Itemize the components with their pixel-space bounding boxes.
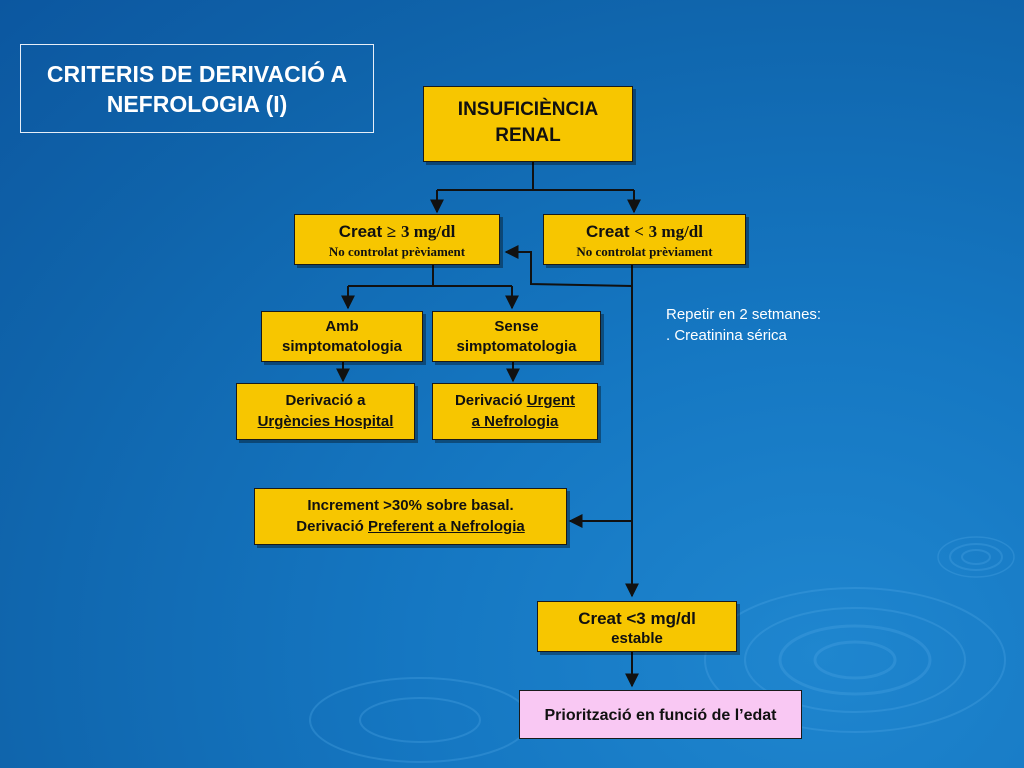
title-line-2: NEFROLOGIA (I) [106, 91, 288, 117]
prioritzacio-label: Priorització en funció de l’edat [544, 707, 777, 724]
repetir-note: Repetir en 2 setmanes: . Creatinina séri… [666, 304, 821, 346]
increment-line-1: Increment >30% sobre basal. [307, 497, 514, 514]
node-root-line-1: INSUFICIÈNCIA [457, 99, 599, 120]
amb-line-1: Amb [325, 318, 359, 335]
creat-high-label: Creat [338, 222, 383, 241]
node-creat-low: Creat < 3 mg/dl No controlat prèviament [543, 214, 746, 265]
slide-title: CRITERIS DE DERIVACIÓ A NEFROLOGIA (I) [20, 44, 374, 133]
node-increment-preferent: Increment >30% sobre basal. Derivació Pr… [254, 488, 567, 545]
note-line-1: Repetir en 2 setmanes: [666, 306, 822, 323]
node-amb-simptomatologia: Amb simptomatologia [261, 311, 423, 362]
node-creat-stable: Creat <3 mg/dl estable [537, 601, 737, 652]
creat-low-value: 3 mg/dl [648, 222, 703, 241]
creat-stable-subtext: estable [611, 630, 663, 647]
node-derivacio-urgencies: Derivació a Urgències Hospital [236, 383, 415, 440]
creat-high-subtext: No controlat prèviament [328, 244, 466, 259]
node-creat-high: Creat ≥ 3 mg/dl No controlat prèviament [294, 214, 500, 265]
note-line-2: . Creatinina sérica [666, 327, 787, 344]
amb-line-2: simptomatologia [281, 338, 402, 355]
sense-line-1: Sense [494, 318, 539, 335]
title-line-1: CRITERIS DE DERIVACIÓ A [46, 61, 348, 87]
creat-low-label: Creat [586, 222, 630, 241]
increment-prefix: Derivació [296, 518, 368, 535]
urgent-underlined: Urgent [526, 392, 576, 409]
urgent-prefix: Derivació [454, 392, 527, 409]
urgent-line-2: a Nefrologia [471, 413, 559, 430]
node-sense-simptomatologia: Sense simptomatologia [432, 311, 601, 362]
urgencies-line-1: Derivació a [285, 392, 366, 409]
node-root-line-2: RENAL [495, 125, 561, 146]
increment-underlined: Preferent a Nefrologia [368, 518, 525, 535]
urgencies-line-2: Urgències Hospital [257, 413, 394, 430]
creat-low-subtext: No controlat prèviament [576, 244, 713, 259]
sense-line-2: simptomatologia [456, 338, 577, 355]
node-prioritzacio: Priorització en funció de l’edat [519, 690, 802, 739]
node-insuficiencia-renal: INSUFICIÈNCIA RENAL [423, 86, 633, 162]
creat-low-symbol: < [634, 222, 644, 241]
node-derivacio-urgent-nefrologia: Derivació Urgent a Nefrologia [432, 383, 598, 440]
creat-high-symbol: ≥ [386, 222, 397, 241]
creat-high-value: 3 mg/dl [400, 222, 456, 241]
creat-stable-label: Creat <3 mg/dl [578, 609, 696, 628]
